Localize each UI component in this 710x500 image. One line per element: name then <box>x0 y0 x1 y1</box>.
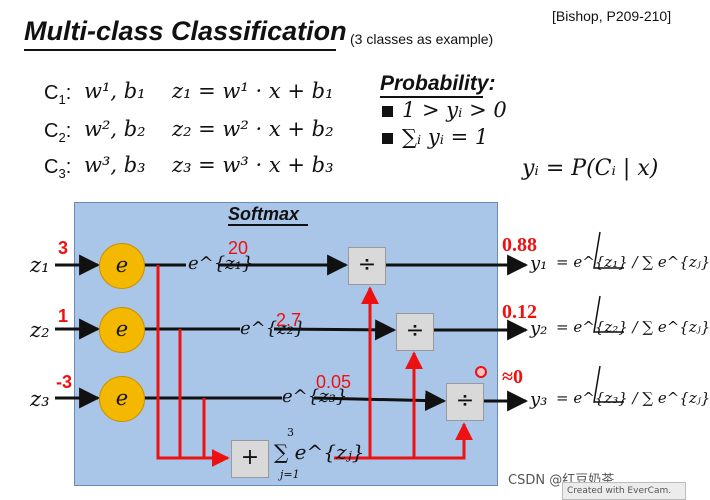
class-2-equation: z₂ = w² · x + b₂ <box>172 117 334 141</box>
output-prob-1: 0.88 <box>502 234 537 256</box>
sum-plus-box: + <box>231 440 269 478</box>
class-1-label: C1: <box>44 82 72 107</box>
exp-node-3: e <box>99 376 145 422</box>
sum-feed-1 <box>156 265 230 467</box>
slide-subtitle: (3 classes as example) <box>350 31 494 47</box>
exp-output-3: e^{z₃} <box>282 386 348 407</box>
exp-output-2: e^{z₂} <box>240 318 306 339</box>
softmax-label: Softmax <box>228 204 300 224</box>
output-formula-1: = e^{z₁} / ∑ e^{zⱼ} <box>556 253 710 271</box>
input-z3: z₃ <box>30 387 50 411</box>
output-y2: y₂ <box>530 318 548 339</box>
class-3-params: w³, b₃ <box>84 153 146 177</box>
output-y1: y₁ <box>530 253 548 274</box>
divide-box-2: ÷ <box>396 313 434 351</box>
class-1-params: w¹, b₁ <box>84 79 146 103</box>
output-prob-2: 0.12 <box>502 301 537 323</box>
output-formula-2: = e^{z₂} / ∑ e^{zⱼ} <box>556 318 710 336</box>
cursor-indicator <box>475 366 487 378</box>
sum-expression: ∑ e^{zⱼ} <box>274 440 365 464</box>
probability-underline <box>380 96 483 98</box>
fraction-slash-3 <box>593 365 624 403</box>
class-1-equation: z₁ = w¹ · x + b₁ <box>172 79 334 103</box>
title-underline <box>24 49 336 51</box>
bullet-square-icon <box>382 133 393 144</box>
exp-to-div-2 <box>273 319 397 341</box>
sum-to-div-3 <box>414 422 473 460</box>
input-value-1: 3 <box>58 238 69 258</box>
softmax-underline <box>228 224 308 226</box>
softmax-wires <box>55 231 624 467</box>
bullet-square-icon <box>382 106 393 117</box>
input-value-2: 1 <box>58 306 69 326</box>
output-formula-3: = e^{z₃} / ∑ e^{zⱼ} <box>556 389 710 407</box>
divide-box-1: ÷ <box>348 247 386 285</box>
exp-node-2: e <box>99 307 145 353</box>
sum-upper-limit: 3 <box>287 426 294 439</box>
class-2-label: C2: <box>44 120 72 145</box>
evercam-badge: Created with EverCam. <box>562 482 686 500</box>
input-z2: z₂ <box>30 318 50 342</box>
exp-value-1: 20 <box>228 238 249 258</box>
exp-node-1: e <box>99 243 145 289</box>
exp-output-1: e^{z₁} <box>188 253 254 274</box>
output-prob-3: ≈0 <box>502 366 523 388</box>
fraction-slash-1 <box>593 231 624 269</box>
input-z1: z₁ <box>30 253 50 277</box>
divide-box-3: ÷ <box>446 383 484 421</box>
sum-to-div-2 <box>370 351 423 460</box>
probability-heading: Probability: <box>380 72 496 95</box>
exp-value-3: 0.05 <box>316 372 352 392</box>
reference-citation: [Bishop, P209-210] <box>552 8 672 24</box>
probability-rule-sum: ∑ᵢ yᵢ = 1 <box>402 125 489 149</box>
slide-title: Multi-class Classification <box>24 16 347 46</box>
fraction-slash-2 <box>593 295 624 333</box>
class-2-params: w², b₂ <box>84 117 146 141</box>
exp-to-div-3 <box>313 390 447 412</box>
class-3-equation: z₃ = w³ · x + b₃ <box>172 153 334 177</box>
exp-value-2: 2.7 <box>276 310 302 330</box>
sum-lower-limit: j=1 <box>280 468 300 481</box>
class-3-label: C3: <box>44 156 72 181</box>
output-y3: y₃ <box>530 389 548 410</box>
input-value-3: -3 <box>56 372 73 392</box>
probability-definition: yᵢ = P(Cᵢ | x) <box>522 156 659 181</box>
probability-rule-range: 1 > yᵢ > 0 <box>402 98 507 122</box>
